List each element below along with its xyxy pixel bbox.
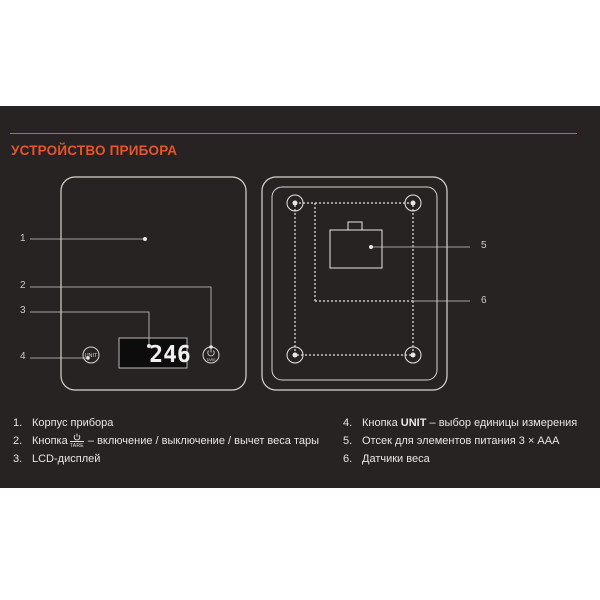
legend-item-2: 2. Кнопка TARE – включение / выключение … bbox=[13, 432, 319, 450]
callout-5: 5 bbox=[481, 240, 487, 251]
callout-6: 6 bbox=[481, 295, 487, 306]
back-body-outer bbox=[261, 176, 448, 391]
legend-item-6: 6. Датчики веса bbox=[343, 453, 430, 465]
power-icon bbox=[207, 349, 215, 357]
device-diagram: 246 UNIT TARE bbox=[30, 176, 470, 391]
battery-compartment bbox=[329, 229, 383, 269]
weight-sensor-top-right bbox=[404, 194, 422, 212]
leader-dot-4 bbox=[86, 356, 90, 360]
leader-dot-1 bbox=[143, 237, 147, 241]
unit-button-label: UNIT bbox=[85, 353, 98, 359]
battery-latch bbox=[347, 221, 363, 231]
dark-panel: УСТРОЙСТВО ПРИБОРА 246 UNIT TARE bbox=[0, 106, 600, 488]
legend-item-5: 5. Отсек для элементов питания 3 × ААА bbox=[343, 435, 560, 447]
section-title: УСТРОЙСТВО ПРИБОРА bbox=[11, 143, 178, 158]
title-rule bbox=[10, 133, 577, 134]
leader-dot-3 bbox=[147, 344, 151, 348]
tare-button-label: TARE bbox=[206, 358, 216, 362]
legend-item-4: 4. Кнопка UNIT – выбор единицы измерения bbox=[343, 417, 578, 429]
callout-3: 3 bbox=[20, 305, 26, 316]
legend-item-1: 1. Корпус прибора bbox=[13, 417, 114, 429]
weight-sensor-bottom-right bbox=[404, 346, 422, 364]
leader-line-3 bbox=[30, 311, 150, 346]
back-body-inner bbox=[271, 186, 438, 381]
front-body bbox=[60, 176, 247, 391]
callout-2: 2 bbox=[20, 280, 26, 291]
lcd-display bbox=[118, 337, 188, 369]
weight-sensor-top-left bbox=[286, 194, 304, 212]
legend-item-3: 3. LCD-дисплей bbox=[13, 453, 101, 465]
weight-sensor-bottom-left bbox=[286, 346, 304, 364]
leader-line-2 bbox=[30, 286, 212, 347]
unit-button bbox=[82, 346, 100, 364]
power-tare-icon: TARE bbox=[69, 433, 84, 450]
leader-dot-5 bbox=[369, 245, 373, 249]
legend-right: 4. Кнопка UNIT – выбор единицы измерения… bbox=[343, 414, 577, 468]
sensor-connection-lines bbox=[294, 202, 414, 356]
leader-dot-2 bbox=[209, 345, 213, 349]
display-value: 246 bbox=[149, 342, 191, 368]
callout-4: 4 bbox=[20, 351, 26, 362]
legend-left: 1. Корпус прибора 2. Кнопка TARE – включ… bbox=[13, 414, 319, 468]
callout-1: 1 bbox=[20, 233, 26, 244]
